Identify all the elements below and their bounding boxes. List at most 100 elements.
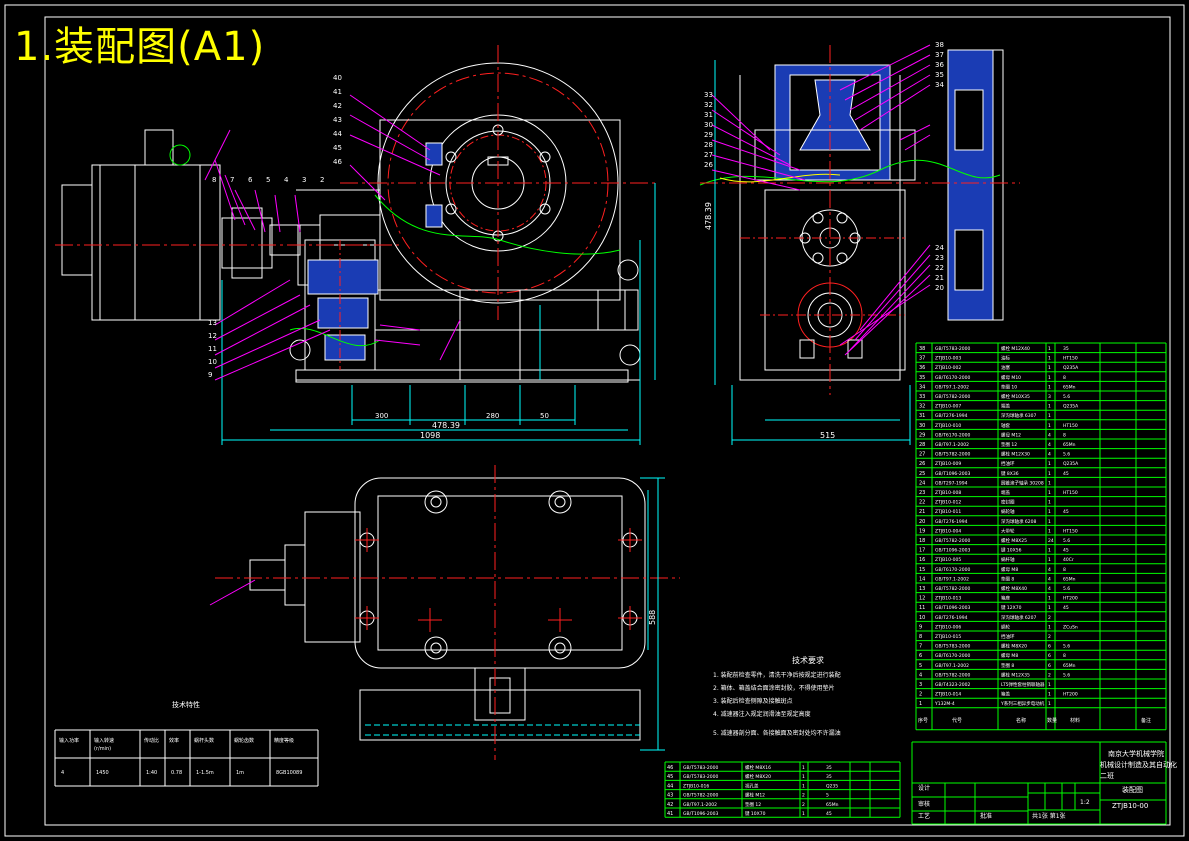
dim-total-length: 1098 [420,431,440,440]
bom-row-number: 4 [919,672,922,678]
balloon-number: 36 [935,61,944,69]
bom-row-number: 27 [919,452,925,458]
bom-row-material: HT150 [1063,490,1078,496]
bom-row-material: HT200 [1063,596,1078,602]
bom2-row-name: 垫圈 12 [745,801,761,808]
bom-row-name: 螺栓 M8X20 [1001,643,1027,650]
tb-design: 设计 [918,784,930,792]
bom-row-number: 8 [919,634,922,640]
bom-row-qty: 3 [1048,394,1051,400]
bom-row-number: 9 [919,624,922,630]
bom-row-code: GB/T6170-2000 [935,653,971,659]
bom-row-material: 5.6 [1063,394,1070,400]
bom-row-number: 5 [919,663,922,669]
bom-row-name: 轴套 [1001,422,1010,429]
bom-row-material: 45 [1063,509,1069,515]
tb-project: 机械设计制造及其自动化 [1100,760,1177,769]
balloon-number: 11 [208,345,217,353]
bom-row-name: 挡油环 [1001,633,1015,640]
bom-row-name: 键 12X70 [1001,604,1022,611]
bom-row-name: 大带轮 [1001,527,1015,534]
features-header-cell: 效率 [169,737,179,744]
bom-row-name: 蜗杆轴 [1001,556,1015,563]
balloon-number: 30 [704,121,713,129]
bom-row-qty: 4 [1048,432,1051,438]
tb-sheet: 共1张 第1张 [1032,812,1066,820]
bom-row-qty: 1 [1048,365,1051,371]
bom-row-number: 18 [919,538,925,544]
bom-row-name: 螺母 M12 [1001,431,1021,438]
bom-row-qty: 24 [1048,538,1054,544]
bom-row-qty: 1 [1048,596,1051,602]
balloon-number: 40 [333,74,342,82]
bom-row-code: ZTJB10-003 [935,356,961,362]
tb-approve: 批准 [980,812,992,820]
bom-row-name: 垫圈 8 [1001,662,1014,669]
bom-row-number: 36 [919,365,925,371]
bom-row-name: 箱座 [1001,595,1010,602]
bom-row-number: 13 [919,586,925,592]
bom-row-material: 8 [1063,375,1066,381]
bom-row-code: ZTJB10-007 [935,404,961,410]
bom2-row-qty: 1 [802,783,805,789]
balloon-number: 10 [208,358,217,366]
bom-row-code: GB/T1096-2003 [935,471,971,477]
bom-row-material: 5.6 [1063,538,1070,544]
bom-row-name: 深沟球轴承 6307 [1001,412,1037,419]
bom-row-material: 45 [1063,471,1069,477]
dim-plan-height: 588 [648,610,657,625]
bom2-row-qty: 2 [802,793,805,799]
bom-row-number: 10 [919,615,925,621]
features-header-cell: 精度等级 [274,737,294,744]
balloon-number: 12 [208,332,217,340]
bom-row-number: 3 [919,682,922,688]
bom-row-number: 23 [919,490,925,496]
bom-row-name: 螺栓 M12X40 [1001,345,1030,352]
bom-row-number: 35 [919,375,925,381]
bom-row-code: GB/T1096-2003 [935,548,971,554]
bom-row-number: 29 [919,432,925,438]
bom-row-qty: 6 [1048,644,1051,650]
bom-row-material: HT150 [1063,423,1078,429]
bom-row-qty: 1 [1048,404,1051,410]
bom-header-cell: 数量 [1047,717,1057,724]
bom-row-qty: 1 [1048,509,1051,515]
balloon-number: 22 [935,264,944,272]
bom-header-cell: 名称 [1016,717,1026,724]
bom-row-name: 螺栓 M12X30 [1001,451,1030,458]
balloon-number: 28 [704,141,713,149]
bom-row-qty: 4 [1048,576,1051,582]
bom-row-code: GB/T6170-2000 [935,375,971,381]
bom-row-qty: 1 [1048,557,1051,563]
bom-row-material: Q235A [1063,365,1079,371]
bom-row-material: ZCuSn [1063,624,1078,630]
features-value-cell: 0.78 [171,770,182,776]
bom-row-name: LT5弹性套柱销联轴器 [1001,681,1045,688]
bom-row-name: 螺母 M8 [1001,652,1018,659]
bom-row-material: 8 [1063,653,1066,659]
bom-row-qty: 6 [1048,653,1051,659]
bom-row-qty: 4 [1048,442,1051,448]
bom-row-number: 2 [919,692,922,698]
bom-row-name: 箱盖 [1001,691,1010,698]
bom-row-code: ZTJB10-012 [935,500,961,506]
bom-row-material: 65Mn [1063,663,1076,669]
tb-school: 南京大学机械学院 [1108,749,1164,758]
tech-req-item: 4. 减速器注入规定润滑油至规定高度 [713,710,811,718]
bom-row-qty: 4 [1048,586,1051,592]
bom2-row-code: ZTJB10-016 [683,783,709,789]
bom-row-number: 16 [919,557,925,563]
tb-check: 审核 [918,800,930,808]
bom-row-qty: 2 [1048,634,1051,640]
bom-row-name: 油塞 [1001,364,1010,371]
bom-row-material: HT150 [1063,356,1078,362]
bom2-row-material: Q235 [826,783,838,789]
tb-process: 工艺 [918,812,930,820]
bom2-row-name: 螺栓 M12 [745,792,765,799]
bom2-row-code: GB/T97.1-2002 [683,802,717,808]
bom-row-number: 31 [919,413,925,419]
bom-row-code: ZTJB10-008 [935,490,961,496]
features-header-cell: 蜗轮齿数 [234,737,254,744]
